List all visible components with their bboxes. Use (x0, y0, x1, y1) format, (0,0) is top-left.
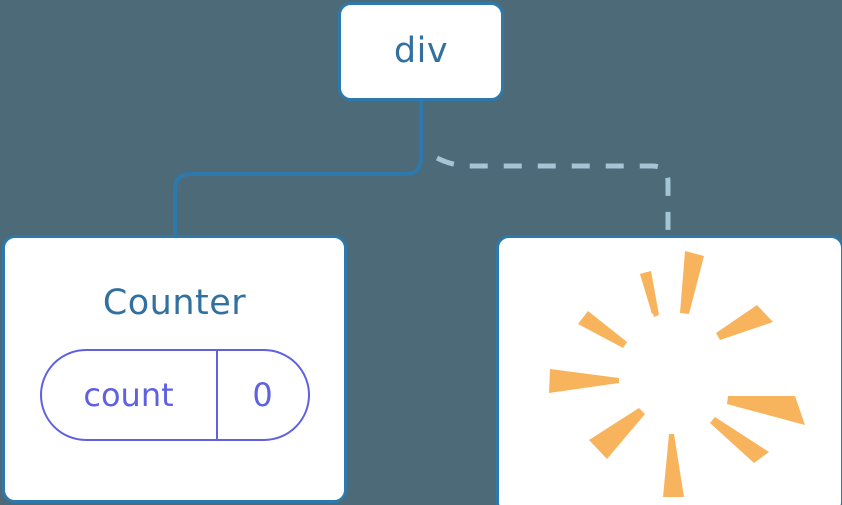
state-pill-key: count (42, 351, 218, 439)
state-pill-count[interactable]: count 0 (39, 349, 310, 441)
state-pill-value: 0 (252, 376, 273, 414)
node-div[interactable]: div (338, 2, 504, 101)
node-sparkle[interactable] (496, 235, 842, 505)
edge-div-to-sparkle (435, 155, 671, 237)
node-counter-label: Counter (102, 283, 247, 323)
node-div-label: div (393, 31, 449, 71)
node-counter[interactable]: Counter count 0 (2, 235, 347, 503)
edge-div-to-counter (173, 101, 423, 237)
sparkle-burst-icon (549, 251, 805, 497)
